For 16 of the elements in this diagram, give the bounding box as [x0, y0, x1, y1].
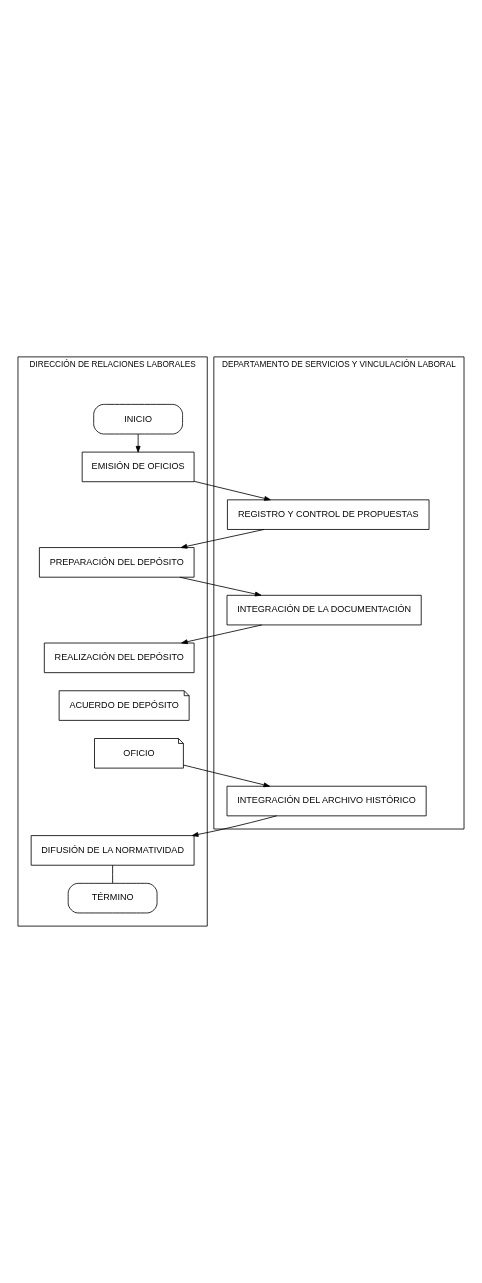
- node-box: INTEGRACIÓN DEL ARCHIVO HISTÓRICO: [226, 785, 427, 817]
- node-box: PREPARACIÓN DEL DEPÓSITO: [38, 547, 195, 578]
- node-box: REGISTRO Y CONTROL DE PROPUESTAS: [227, 499, 430, 530]
- node-box: INICIO: [93, 403, 183, 435]
- arrow: [135, 433, 141, 453]
- node-box: INTEGRACIÓN DE LA DOCUMENTACIÓN: [226, 594, 422, 626]
- node-box: REALIZACIÓN DEL DEPÓSITO: [43, 642, 195, 674]
- arrow: [179, 576, 262, 597]
- node-box: EMISIÓN DE OFICIOS: [81, 451, 195, 483]
- connector: [112, 864, 114, 884]
- node-box: DIFUSIÓN DE LA NORMATIVIDAD: [30, 835, 195, 866]
- arrow: [181, 624, 263, 645]
- arrow: [180, 529, 265, 549]
- arrow: [183, 764, 271, 788]
- arrow: [193, 480, 271, 501]
- node-box: TÉRMINO: [67, 882, 158, 914]
